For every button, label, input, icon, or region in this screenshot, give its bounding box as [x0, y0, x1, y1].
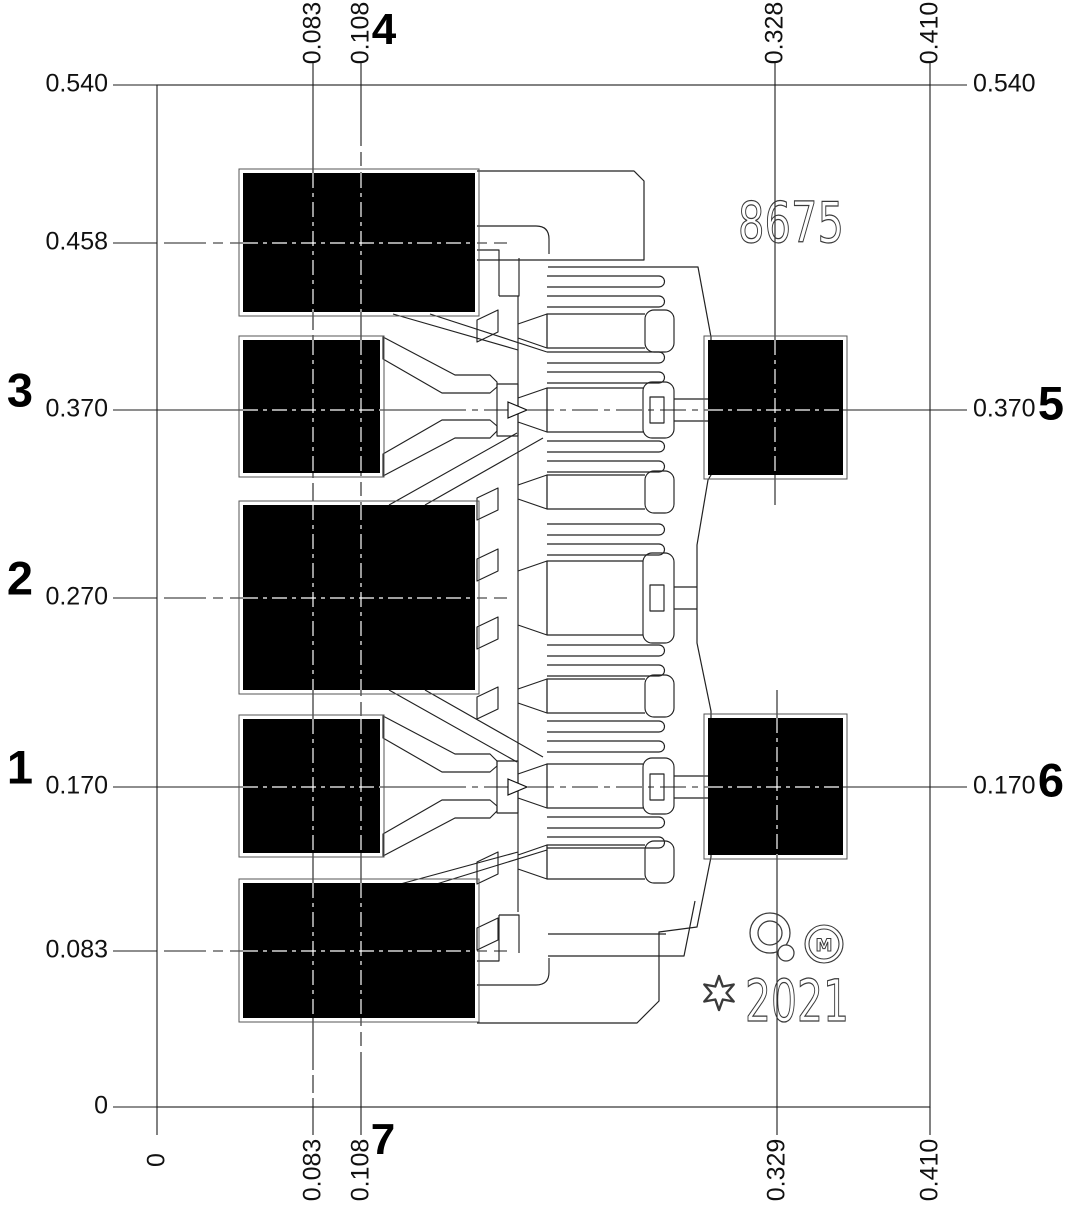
dim-top-0410: 0.410	[915, 1, 944, 65]
m-logo-letter: M	[816, 936, 833, 956]
dim-left-0: 0	[94, 1091, 108, 1120]
bond-pad-3	[243, 340, 380, 473]
dim-left-0270: 0.270	[45, 582, 108, 611]
dim-right-0540: 0.540	[973, 69, 1036, 98]
m-logo: M	[804, 924, 844, 964]
dim-bottom-0: 0	[142, 1153, 171, 1167]
arrow-section-3-5	[507, 401, 529, 419]
package-outline	[156, 84, 931, 1108]
bond-pad-1	[243, 719, 380, 853]
centerline-arrows	[507, 401, 529, 796]
dim-left-0540: 0.540	[45, 69, 108, 98]
pin-number-2: 2	[6, 551, 34, 605]
die-outline	[477, 170, 712, 1024]
pin-number-6: 6	[1037, 753, 1065, 807]
q-logo	[749, 912, 795, 962]
dim-right-0370: 0.370	[973, 394, 1036, 423]
dim-bottom-0410: 0.410	[915, 1138, 944, 1202]
part-number-marking: 8675	[738, 191, 844, 256]
dim-right-0170: 0.170	[973, 771, 1036, 800]
arrow-section-1-6	[507, 778, 529, 796]
dim-top-0083: 0.083	[298, 1, 327, 65]
dim-top-0328: 0.328	[760, 1, 789, 65]
pin-number-7: 7	[370, 1115, 396, 1164]
dim-bottom-0329: 0.329	[762, 1138, 791, 1202]
dim-left-0458: 0.458	[45, 227, 108, 256]
dim-bottom-0083: 0.083	[298, 1138, 327, 1202]
year-marking: 2021	[745, 967, 849, 1035]
dim-left-0370: 0.370	[45, 394, 108, 423]
pin-number-1: 1	[6, 740, 34, 794]
die-markings: 8675 2021 M	[703, 190, 850, 1036]
pin-number-3: 3	[6, 363, 34, 417]
pin-number-4: 4	[371, 5, 397, 54]
star-logo	[703, 974, 735, 1012]
pin-number-5: 5	[1037, 376, 1065, 430]
dim-left-0083: 0.083	[45, 935, 108, 964]
dim-left-0170: 0.170	[45, 771, 108, 800]
pad-feed-traces	[382, 225, 550, 986]
bond-pads	[238, 168, 848, 1023]
die-finger-pattern	[496, 275, 708, 912]
centerlines-over-pads	[243, 173, 843, 1018]
